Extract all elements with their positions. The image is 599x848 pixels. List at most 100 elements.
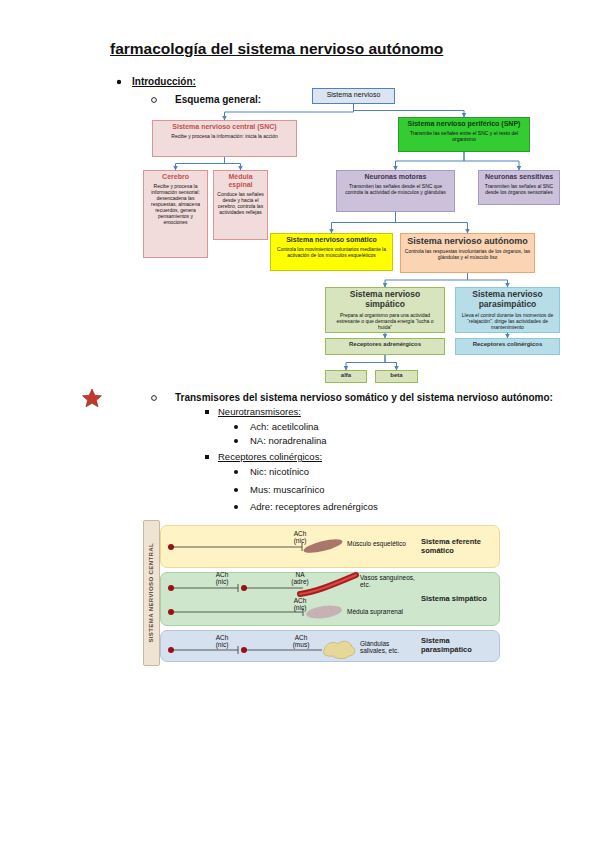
process-box: Sistema nervioso parasimpáticoLleva el c… (455, 287, 560, 333)
axon-line (244, 650, 322, 651)
process-box: Sistema nervioso periférico (SNP) Transmi… (398, 117, 530, 152)
subsection-heading: Transmisores del sistema nervioso somáti… (175, 392, 553, 404)
axon-line (171, 650, 238, 651)
node-heading: Receptores colinérgicos (459, 341, 556, 348)
flow-connector (396, 152, 465, 170)
bullet-dot (234, 488, 238, 492)
bullet-square (205, 455, 209, 459)
node-body: Transmiten las señales al SNC desde los … (482, 183, 556, 195)
muscle-shape (302, 536, 343, 555)
flow-connector (385, 333, 386, 338)
root-box: Sistema nervioso (312, 88, 395, 104)
flow-connector (385, 355, 397, 370)
node-body: Transmiten las señales desde el SNC que … (340, 183, 451, 195)
axon-terminal (238, 646, 239, 654)
process-box: Sistema nervioso simpáticoPrepara al org… (325, 287, 445, 333)
page-title: farmacología del sistema nervioso autóno… (110, 40, 530, 58)
receptor-type-box: alfa (325, 370, 367, 383)
section-heading: Introducción: (132, 76, 196, 88)
node-body: Conduce las señales desde y hacia el cer… (217, 191, 264, 215)
list-heading: Receptores colinérgicos: (218, 451, 322, 462)
flow-connector (346, 355, 385, 370)
cns-bar: SISTEMA NERVIOSO CENTRAL (143, 520, 160, 666)
receptor-box: Receptores adrenérgicos (325, 338, 445, 355)
process-box: Sistema nervioso autónomoControla las re… (400, 233, 535, 273)
flow-connector (332, 212, 396, 233)
axon-line (244, 588, 303, 589)
process-box: Neuronas sensitivasTransmiten las señale… (478, 170, 560, 205)
flow-connector (225, 104, 354, 120)
flow-connector (225, 157, 241, 170)
transmitter-label: ACh (mus) (288, 634, 314, 648)
list-item: Adre: receptores adrenérgicos (250, 501, 378, 512)
node-heading: Sistema nervioso periférico (SNP) (402, 120, 526, 128)
bullet-dot (234, 439, 238, 443)
axon-line (171, 547, 302, 548)
transmitter-label: ACh (nic) (288, 597, 312, 611)
node-body: Transmite las señales entre el SNC y el … (402, 130, 526, 142)
bullet-circle (152, 396, 157, 401)
bullet-dot (234, 505, 238, 509)
transmitter-label: ACh (nic) (210, 634, 234, 648)
node-heading: Neuronas motoras (340, 173, 451, 181)
node-heading: Sistema eferente somático (421, 538, 493, 555)
list-item: Ach: acetilcolina (250, 421, 319, 432)
node-heading: beta (377, 372, 416, 379)
list-item: Mus: muscarínico (250, 484, 324, 495)
node-heading: Médula espinal (217, 173, 264, 189)
organ-label: Médula suprarrenal (347, 608, 419, 615)
node-heading: Sistema simpático (421, 595, 493, 604)
node-body: Controla las respuestas involuntarias de… (404, 248, 531, 260)
flow-connector (176, 157, 225, 170)
node-body: Recibe y procesa la información sensoria… (147, 183, 204, 225)
process-box: Médula espinalConduce las señales desde … (213, 170, 268, 240)
node-body: Prepara al organismo para una actividad … (329, 312, 441, 330)
flow-connector (396, 212, 468, 233)
node-body: Recibe y procesa la información: inicia … (156, 133, 293, 139)
organ-label: Músculo esquelético (347, 540, 419, 547)
flow-connector (385, 273, 468, 287)
axon-terminal (238, 584, 239, 592)
node-heading: Sistema nervioso autónomo (404, 236, 531, 246)
flow-connector (464, 152, 519, 170)
axon-line (171, 612, 303, 613)
node-heading: alfa (327, 372, 365, 379)
axon-terminal (302, 543, 303, 551)
node-body: Controla los movimientos voluntarios med… (274, 246, 389, 258)
flow-connector (468, 273, 508, 287)
node-heading: Sistema nervioso (316, 91, 391, 99)
organ-label: Vasos sanguíneos, etc. (360, 574, 416, 588)
list-item: NA: noradrenalina (250, 435, 327, 446)
flow-connector (507, 333, 508, 338)
node-heading: Cerebro (147, 173, 204, 181)
bullet-square (205, 410, 209, 414)
process-box: Sistema nervioso somáticoControla los mo… (270, 233, 393, 271)
node-heading: Sistema nervioso somático (274, 236, 389, 244)
axon-line (171, 588, 238, 589)
node-heading: Neuronas sensitivas (482, 173, 556, 181)
transmitter-label: ACh (nic) (210, 571, 234, 585)
node-heading: SISTEMA NERVIOSO CENTRAL (148, 543, 155, 643)
subsection-heading: Esquema general: (175, 94, 261, 106)
receptor-type-box: beta (375, 370, 418, 383)
list-heading: Neurotransmisores: (218, 406, 301, 417)
bullet-dot (234, 425, 238, 429)
flow-connector (354, 104, 465, 117)
node-body: Lleva el control durante los momentos de… (459, 312, 556, 330)
adrenal-shape (305, 604, 342, 621)
process-box: Sistema nervioso central (SNC)Recibe y p… (152, 120, 297, 157)
star-mark (83, 389, 102, 407)
transmitter-label: ACh (nic) (288, 530, 312, 544)
list-item: Nic: nicotínico (250, 466, 309, 477)
process-box: CerebroRecibe y procesa la información s… (143, 170, 208, 258)
organ-label: Glándulas salivales, etc. (360, 640, 416, 654)
gland-shape (323, 641, 354, 658)
transmitter-label: NA (adre) (288, 571, 312, 585)
node-heading: Sistema nervioso parasimpático (459, 290, 556, 310)
node-heading: Sistema parasimpático (421, 637, 493, 654)
receptor-box: Receptores colinérgicos (455, 338, 560, 355)
bullet-dot (117, 80, 121, 84)
system-band: Sistema simpático (160, 572, 500, 626)
